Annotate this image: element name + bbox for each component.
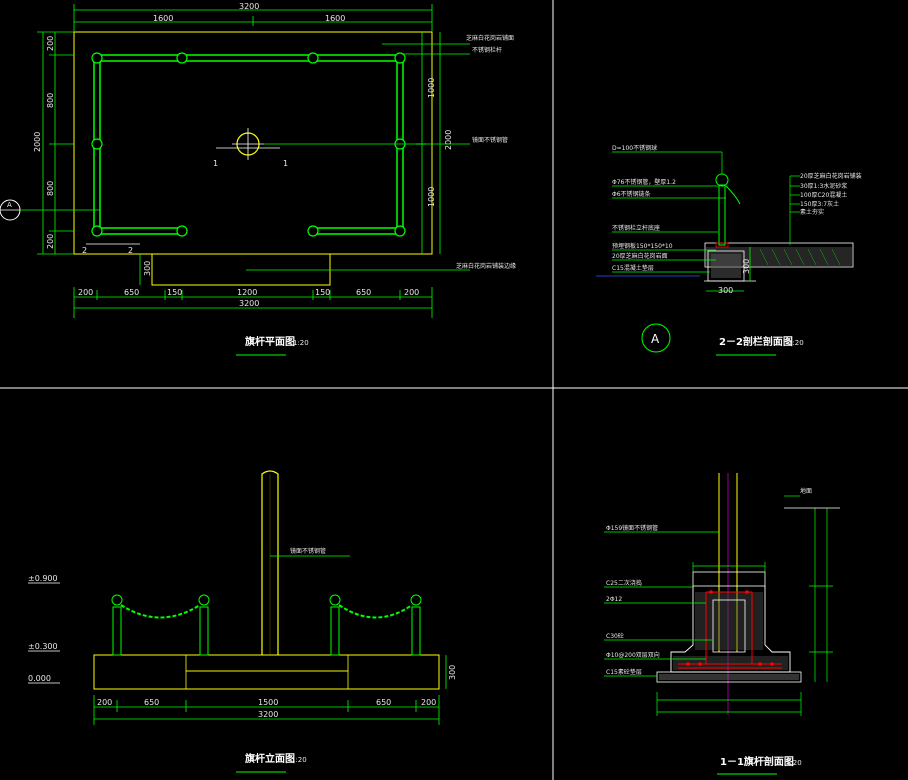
plan-step — [151, 254, 331, 286]
elevation-dim-5: 200 — [421, 698, 436, 707]
plan-callout-1: 芝麻白花岗岩铺面 — [466, 34, 514, 42]
plan-dim-step: 300 — [143, 261, 152, 276]
section22-post — [718, 184, 726, 246]
plan-dim-right-2: 1000 — [427, 187, 436, 207]
plan-callout-leaders — [246, 43, 470, 271]
section22-callout-5: 预埋钢板150*150*10 — [612, 242, 673, 250]
plan-dims-top — [73, 4, 433, 32]
section22-callout-1: D=100不锈钢球 — [612, 144, 657, 152]
section22-ball-icon — [715, 173, 729, 187]
plan-section-mark-1b: 1 — [283, 159, 288, 168]
section22-slab — [704, 242, 854, 268]
elevation-dim-4: 650 — [376, 698, 391, 707]
plan-dim-bottom-7: 200 — [404, 288, 419, 297]
plan-scale: 1:20 — [293, 339, 309, 347]
elevation-title: 旗杆立面图 — [245, 752, 295, 765]
plan-posts — [91, 52, 406, 237]
elevation-dim-2: 650 — [144, 698, 159, 707]
plan-title: 旗杆平面图 — [245, 335, 295, 348]
plan-detail-mark: A — [7, 201, 12, 209]
elevation-dim-height: 300 — [448, 665, 457, 680]
section11-callout-5: Φ10@200双层双向 — [606, 651, 660, 659]
elevation-railings — [111, 594, 422, 656]
plan-outer-slab — [73, 31, 433, 255]
plan-dim-bottom-1: 200 — [78, 288, 93, 297]
plan-callout-3: 镜面不锈钢管 — [472, 136, 508, 144]
plan-dim-bottom-total: 3200 — [239, 299, 259, 308]
section22-layer-2: 30厚1:3水泥砂浆 — [800, 182, 847, 190]
plan-dim-top-right: 1600 — [325, 14, 345, 23]
elevation-base — [93, 654, 440, 690]
plan-dim-bottom-2: 650 — [124, 288, 139, 297]
plan-dim-left-2: 800 — [46, 93, 55, 108]
section11-pole — [718, 473, 738, 652]
plan-section-mark-1a: 1 — [213, 159, 218, 168]
plan-dim-total-top: 3200 — [239, 2, 259, 11]
plan-callout-2: 不锈钢栏杆 — [472, 46, 502, 54]
section11-ground-label: 地面 — [800, 487, 812, 495]
plan-dim-bottom-3: 150 — [167, 288, 182, 297]
plan-dim-top-left: 1600 — [153, 14, 173, 23]
plan-dim-left-total: 2000 — [33, 132, 42, 152]
section11-base — [656, 671, 802, 683]
section11-view: 地面 Φ159镜面不锈钢管 C25二次浇捣 2Φ12 C30砼 Φ10@200双… — [604, 473, 840, 775]
elevation-callout: 镜面不锈钢管 — [290, 547, 326, 555]
section22-badge-text: A — [651, 332, 660, 346]
plan-callout-4: 芝麻白花岗岩铺装边缘 — [456, 262, 516, 270]
plan-dims-bottom — [73, 287, 433, 318]
plan-dim-left-1: 200 — [46, 36, 55, 51]
plan-dim-right-total: 2000 — [444, 130, 453, 150]
elevation-level-2: ±0.300 — [28, 642, 58, 651]
plan-dim-bottom-4: 1200 — [237, 288, 257, 297]
section11-callout-4: C30砼 — [606, 632, 624, 640]
elevation-flagpole — [261, 470, 279, 655]
section22-detail-badge — [641, 323, 671, 353]
section22-layer-5: 素土夯实 — [800, 208, 824, 216]
section22-layer-4: 150厚3:7灰土 — [800, 200, 839, 208]
plan-dim-bottom-5: 150 — [315, 288, 330, 297]
plan-dim-left-3: 800 — [46, 181, 55, 196]
section22-callout-4: 不锈钢栏立杆底座 — [612, 224, 660, 232]
section11-callout-3: 2Φ12 — [606, 596, 622, 603]
plan-dim-left-4: 200 — [46, 234, 55, 249]
elevation-dims-bottom — [93, 695, 440, 725]
section11-callout-1: Φ159镜面不锈钢管 — [606, 524, 658, 532]
section22-title: 2－2剖栏剖面图 — [719, 335, 793, 348]
section22-view: D=100不锈钢球 Φ76不锈钢管，壁厚1.2 Φ6不锈钢链条 不锈钢栏立杆底座… — [596, 144, 862, 356]
section22-callout-6: 20厚芝麻白花岗岩面 — [612, 252, 668, 260]
elevation-view: 镜面不锈钢管 ±0.900 ±0.300 0.000 300 200 650 1… — [28, 470, 457, 773]
section22-layer-1: 20厚芝麻白花岗岩铺装 — [800, 172, 862, 180]
plan-dims-right — [416, 32, 441, 254]
section22-dim-width: 300 — [718, 286, 733, 295]
elevation-dim-1: 200 — [97, 698, 112, 707]
section22-layer-3: 100厚C20混凝土 — [800, 191, 847, 199]
elevation-level-1: ±0.900 — [28, 574, 58, 583]
plan-dim-bottom-6: 650 — [356, 288, 371, 297]
section11-title: 1－1旗杆剖面图 — [720, 755, 794, 768]
plan-view: 1 1 2 2 A 3200 1600 1600 — [0, 2, 516, 356]
section11-column — [692, 571, 766, 587]
plan-section-mark-2a: 2 — [82, 246, 87, 255]
section22-scale: 1:20 — [788, 339, 804, 347]
plan-railing — [93, 54, 404, 235]
elevation-scale: 1:20 — [291, 756, 307, 764]
plan-dim-right-1: 1000 — [427, 78, 436, 98]
plan-dims-left — [37, 31, 74, 255]
section22-callout-2: Φ76不锈钢管，壁厚1.2 — [612, 178, 676, 186]
section22-dim-height: 300 — [742, 259, 751, 274]
elevation-dim-total: 3200 — [258, 710, 278, 719]
elevation-dim-3: 1500 — [258, 698, 278, 707]
section11-scale: 1:20 — [786, 759, 802, 767]
plan-section-mark-2b: 2 — [128, 246, 133, 255]
section11-callout-6: C15素砼垫层 — [606, 668, 642, 676]
elevation-level-3: 0.000 — [28, 674, 51, 683]
section22-callout-7: C15混凝土垫层 — [612, 264, 654, 272]
section11-callout-2: C25二次浇捣 — [606, 579, 642, 587]
section11-rebar — [678, 591, 782, 669]
section22-callout-3: Φ6不锈钢链条 — [612, 190, 651, 198]
